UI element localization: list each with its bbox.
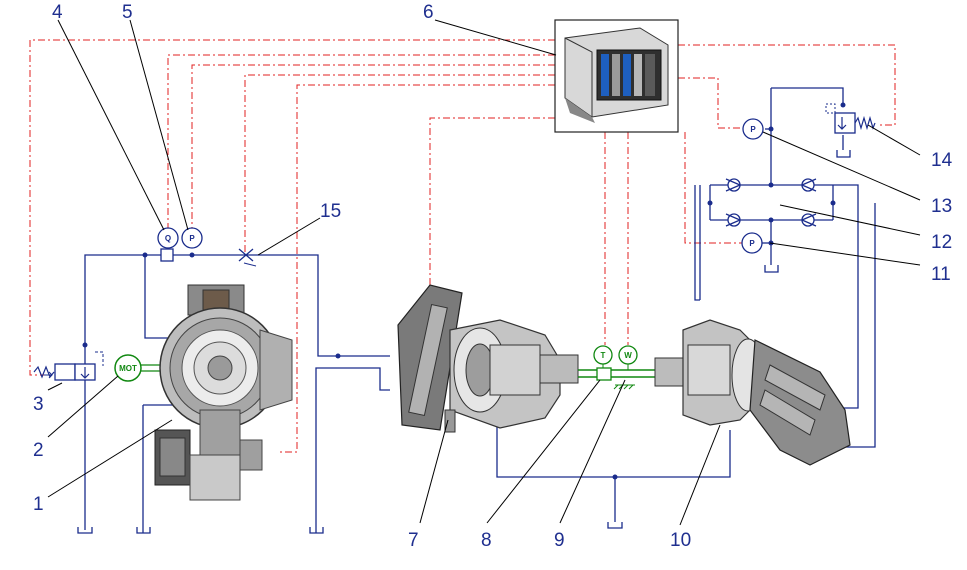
- label-15: 15: [320, 201, 341, 222]
- temperature-symbol: T: [601, 351, 606, 360]
- speed-symbol: W: [624, 351, 632, 360]
- motor-10-drawing: [654, 319, 851, 466]
- pressure-gauge-11-symbol: P: [749, 239, 755, 248]
- motor-symbol-label: MOT: [119, 364, 137, 373]
- pump-1-drawing: [154, 284, 293, 501]
- gauge-pressure-13: P: [742, 118, 764, 140]
- shaft-coupling: [578, 367, 658, 390]
- label-10: 10: [670, 530, 691, 551]
- label-11: 11: [931, 264, 951, 285]
- label-3: 3: [33, 394, 44, 415]
- sensor-temperature: T: [593, 345, 613, 368]
- gauge-pressure-5: P: [181, 227, 203, 249]
- leader-lines: [47, 19, 921, 526]
- data-acquisition-6: [554, 19, 679, 133]
- throttle-15: [238, 248, 257, 267]
- number-labels: 4 5 6 15 3 2 1 7 8 9 10 14 13 12 11: [33, 2, 953, 551]
- sensor-speed: W: [618, 345, 638, 370]
- junction-dots: [82, 102, 846, 480]
- label-8: 8: [481, 530, 492, 551]
- label-14: 14: [931, 150, 953, 171]
- flow-gauge-symbol: Q: [165, 234, 171, 243]
- label-7: 7: [408, 530, 419, 551]
- pressure-gauge-13-symbol: P: [750, 125, 756, 134]
- label-12: 12: [931, 232, 952, 253]
- check-valve-bridge-12: [725, 178, 817, 227]
- pump-7-drawing: [397, 284, 579, 433]
- label-2: 2: [33, 440, 44, 461]
- label-9: 9: [554, 530, 565, 551]
- valve-3: [33, 351, 104, 381]
- label-13: 13: [931, 196, 952, 217]
- label-5: 5: [122, 2, 133, 23]
- signal-lines: [29, 39, 896, 453]
- gauge-flow-4: Q: [157, 227, 179, 262]
- label-4: 4: [52, 2, 63, 23]
- pressure-gauge-symbol: P: [189, 234, 195, 243]
- motor-2: MOT: [114, 354, 172, 382]
- label-1: 1: [33, 494, 44, 515]
- gauge-pressure-11: P: [741, 232, 763, 254]
- relief-valve-14: [825, 103, 876, 134]
- label-6: 6: [423, 2, 434, 23]
